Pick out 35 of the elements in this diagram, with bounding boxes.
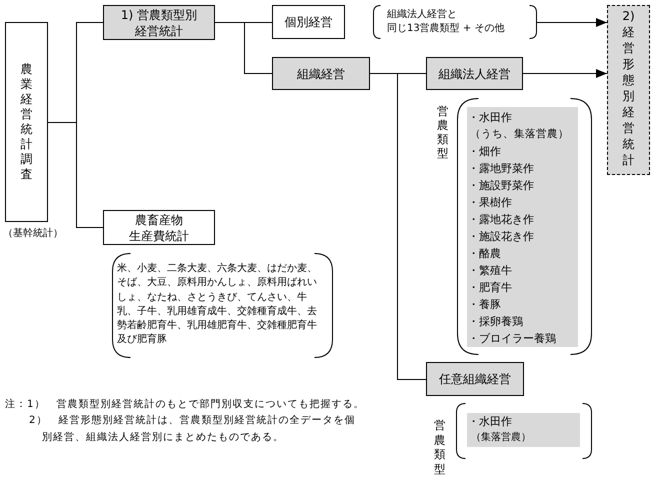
list-item: ・露地野菜作 [467,161,534,177]
list-item: ・繁殖牛 [467,263,512,279]
list-item: ・施設花き作 [467,229,534,245]
survey-box: 農業経営統計調査 [5,22,48,222]
list-item: ・施設野菜作 [467,178,534,194]
footnote: 注：1） 営農類型別経営統計のもとで部門別収支についても把握する。 [5,398,364,412]
list-item: ・水田作 [467,110,512,126]
side-label: 営農類型 [433,418,447,476]
list-item: ・肥育牛 [467,280,512,296]
footnote: 2） 経営形態別経営統計は、営農類型別経営統計の全データを個別経営、組織法人経営別にまとめたものである。 [29,414,356,444]
list-item: （集落営農） [470,430,531,445]
list-item: ・酪農 [467,246,501,262]
list-item: ・畑作 [467,144,501,160]
arrow [536,18,608,27]
category-box: 任意組織経営 [426,362,524,396]
list-item: ・露地花き作 [467,212,534,228]
side-label: 営農類型 [436,104,450,160]
category-box: 組織経営 [272,57,370,90]
list-item: ・果樹作 [467,195,512,211]
connector-line [214,22,272,74]
statistics-box: 農畜産物生産費統計 [103,210,215,245]
category-box: 組織法人経営 [426,57,523,90]
connector-line [48,122,104,228]
side-label: （基幹統計） [3,227,63,240]
arrow [522,69,608,78]
list-item: ・ブロイラー養鶏 [467,331,556,347]
statistics-box: 2) 経営形態別経営統計 [607,5,650,175]
list-item: ・採卵養鶏 [467,314,523,330]
statistics-box: 1) 営農類型別経営統計 [103,5,215,40]
crop-list: 米、小麦、二条大麦、六条大麦、はだか麦、そば、大豆、原料用かんしょ、原料用ばれいしょ、なたね、さとうきび、てんさい、牛乳、子牛、乳用雄育成牛、交雑種育成牛、去勢若齢肥育牛、乳用雄肥育牛、交雑種肥育牛及び肥育豚 [112,253,333,358]
list-item: ・養豚 [467,297,501,313]
list-item: ・水田作 [467,414,512,430]
category-box: 個別経営 [272,5,345,39]
list-item: （うち、集落営農） [469,127,569,142]
bracket-note: 組織法人経営と同じ13営農類型 + その他 [373,5,537,39]
